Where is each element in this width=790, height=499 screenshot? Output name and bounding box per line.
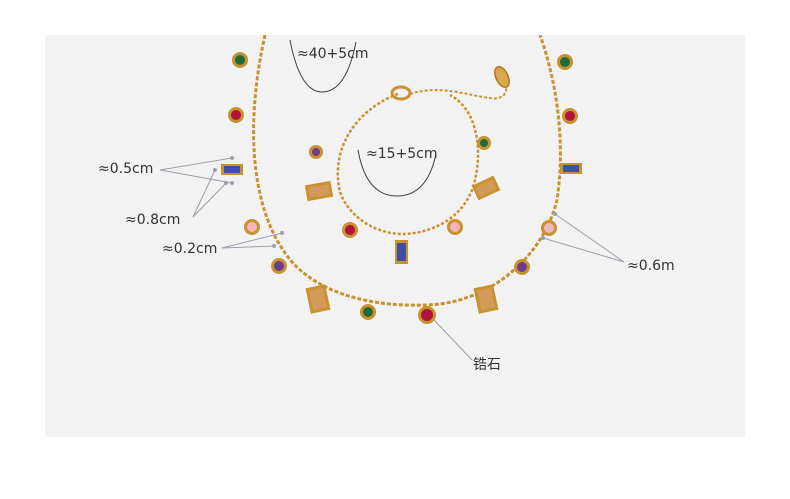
gem-ruby bbox=[562, 108, 578, 124]
necklace-chain bbox=[252, 35, 562, 307]
lobster-clasp bbox=[390, 85, 412, 101]
gem-sapphire-baguette bbox=[560, 163, 582, 174]
bracelet-length-label: ≈15+5cm bbox=[366, 146, 438, 162]
annotation-dots bbox=[213, 156, 557, 248]
gem-sapphire-baguette bbox=[221, 164, 243, 175]
product-photo-panel bbox=[45, 35, 745, 437]
gem-pink bbox=[541, 220, 557, 236]
gem-pink bbox=[244, 219, 260, 235]
size-05-label: ≈0.5cm bbox=[98, 161, 154, 177]
gem-ruby bbox=[228, 107, 244, 123]
necklace-length-label: ≈40+5cm bbox=[297, 46, 369, 62]
size-08-label: ≈0.8cm bbox=[125, 212, 181, 228]
necklace-length-arc bbox=[289, 39, 357, 93]
gem-pink bbox=[447, 219, 463, 235]
size-06-label: ≈0.6m bbox=[627, 258, 675, 274]
bracelet-length-arc bbox=[357, 149, 437, 197]
bracelet-chain bbox=[336, 92, 480, 236]
gem-citrine-baguette bbox=[473, 284, 499, 314]
gem-ruby bbox=[342, 222, 358, 238]
gem-green bbox=[232, 52, 248, 68]
gem-citrine-baguette bbox=[304, 180, 334, 202]
tag-charm bbox=[494, 65, 510, 89]
gem-amethyst bbox=[271, 258, 287, 274]
size-02-label: ≈0.2cm bbox=[162, 241, 218, 257]
bracelet-extender-chain bbox=[409, 85, 508, 100]
gem-green bbox=[360, 304, 376, 320]
gem-green bbox=[557, 54, 573, 70]
gem-ruby bbox=[418, 306, 436, 324]
gem-citrine-baguette bbox=[305, 284, 331, 314]
gem-amethyst bbox=[514, 259, 530, 275]
gem-citrine-baguette bbox=[471, 175, 501, 201]
gem-green bbox=[477, 136, 491, 150]
annotation-lines bbox=[159, 157, 625, 361]
gem-amethyst bbox=[309, 145, 323, 159]
material-label: 锆石 bbox=[473, 357, 501, 373]
gem-sapphire-baguette bbox=[395, 240, 408, 264]
